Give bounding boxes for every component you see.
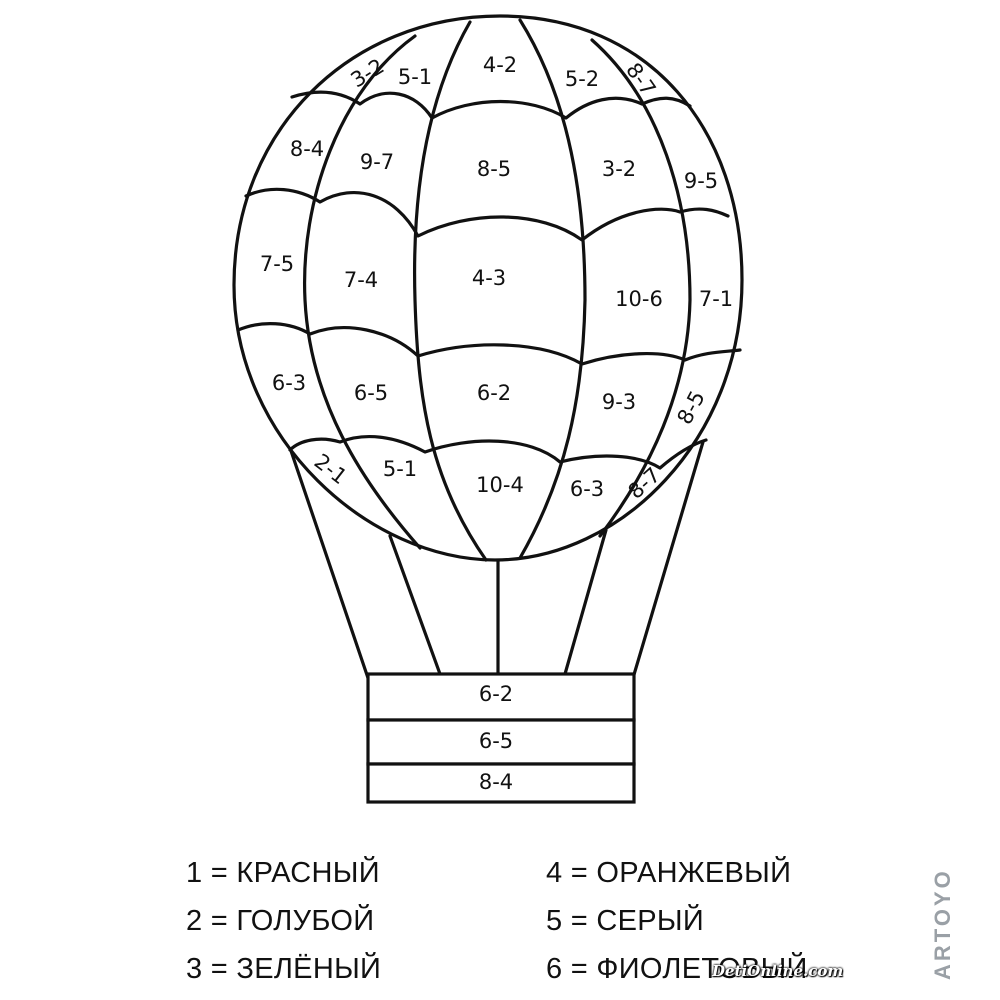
legend-item-3: 3 = ЗЕЛЁНЫЙ	[186, 953, 382, 985]
balloon-bands	[236, 90, 742, 470]
basket-label-2: 6-5	[479, 729, 513, 753]
label-r2-c2: 9-7	[360, 150, 394, 174]
basket-row-3	[366, 762, 636, 804]
label-r1-c2: 5-1	[398, 65, 432, 89]
label-r3-c3: 4-3	[472, 266, 506, 290]
label-r4-c3: 6-2	[477, 381, 511, 405]
label-r5-c3: 10-4	[476, 473, 524, 497]
legend-item-4: 4 = ОРАНЖЕВЫЙ	[546, 857, 792, 889]
label-r4-c4: 9-3	[602, 390, 636, 414]
basket-row-2	[366, 718, 636, 766]
balloon-gores	[302, 18, 692, 562]
label-r2-c5: 9-5	[684, 169, 718, 193]
balloon-envelope	[232, 14, 744, 562]
legend-item-6: 6 = ФИОЛЕТОВЫЙ	[546, 953, 808, 985]
legend-item-2: 2 = ГОЛУБОЙ	[186, 905, 375, 937]
label-r3-c2: 7-4	[344, 268, 378, 292]
label-r2-c4: 3-2	[602, 157, 636, 181]
label-r1-c4: 5-2	[565, 67, 599, 91]
label-r3-c5: 7-1	[699, 287, 733, 311]
label-r2-c1: 8-4	[290, 137, 324, 161]
label-r5-c4: 6-3	[570, 477, 604, 501]
label-r4-c2: 6-5	[354, 381, 388, 405]
basket-label-1: 6-2	[479, 682, 513, 706]
ropes	[286, 440, 705, 680]
label-r4-c1: 6-3	[272, 371, 306, 395]
label-r1-c3: 4-2	[483, 53, 517, 77]
label-r3-c1: 7-5	[260, 252, 294, 276]
basket: 6-2 6-5 8-4	[366, 672, 636, 804]
side-logo: ARTOYO	[930, 868, 955, 980]
watermark: DetiOnline.com	[712, 962, 844, 980]
legend-item-1: 1 = КРАСНЫЙ	[186, 857, 380, 889]
label-r3-c4: 10-6	[615, 287, 663, 311]
label-r5-c2: 5-1	[383, 457, 417, 481]
legend-item-5: 5 = СЕРЫЙ	[546, 905, 705, 937]
label-r2-c3: 8-5	[477, 157, 511, 181]
basket-label-3: 8-4	[479, 770, 513, 794]
